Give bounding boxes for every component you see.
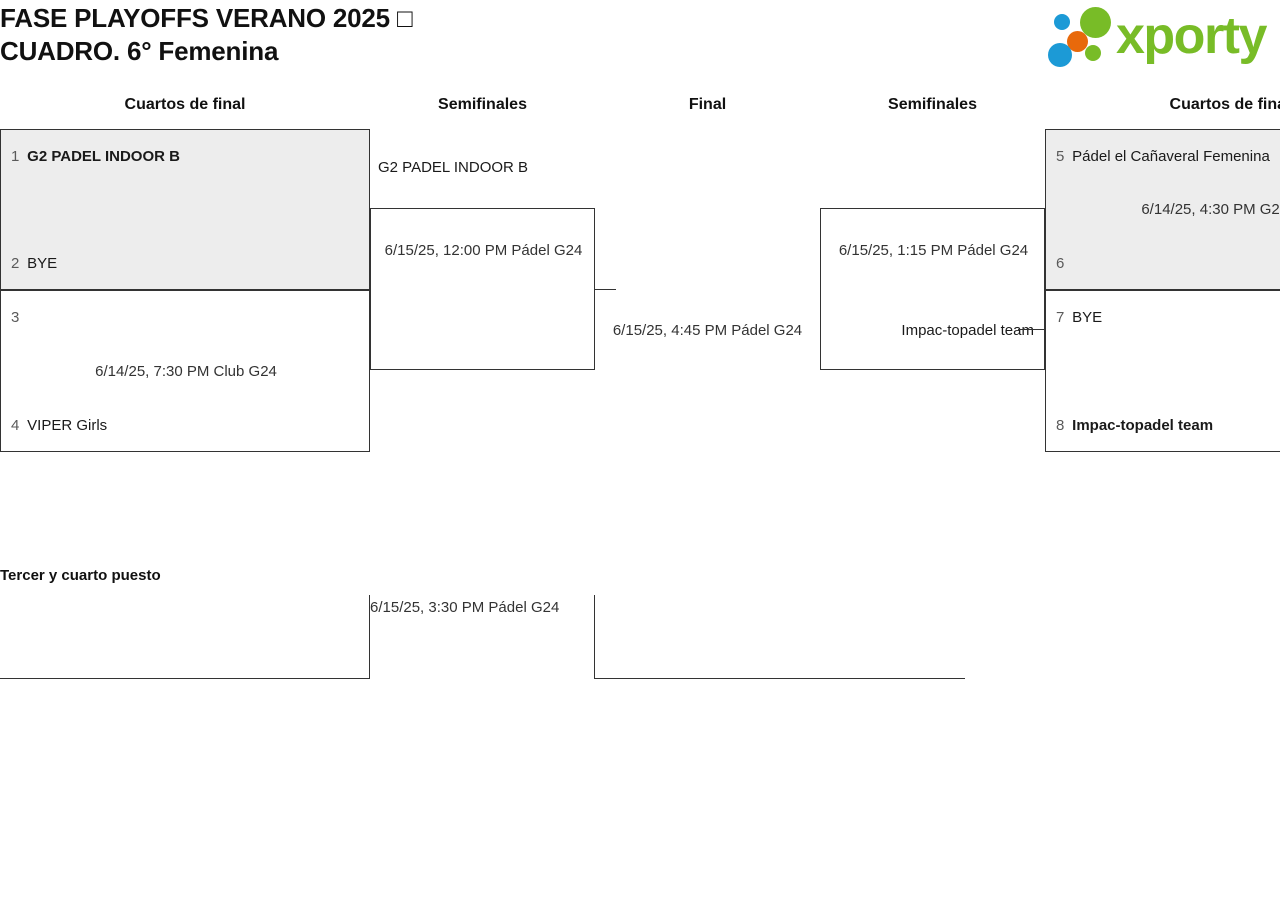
team-name: BYE (1072, 309, 1103, 326)
connector-qf2-right-to-sf (1018, 329, 1046, 330)
seed-number: 2 (11, 255, 20, 272)
match-qf2-left-slot-bottom: 4 VIPER Girls (11, 417, 107, 435)
match-sf-left-meta: 6/15/25, 12:00 PM Pádel G24 (384, 242, 583, 259)
logo-dot-blue-small (1054, 14, 1070, 30)
round-header-quarterfinals-left: Cuartos de final (124, 96, 246, 113)
logo-dots-icon (1048, 7, 1120, 67)
seed-number: 1 (11, 148, 20, 165)
team-name: VIPER Girls (27, 417, 108, 434)
match-final-meta: 6/15/25, 4:45 PM Pádel G24 (612, 322, 803, 339)
third-place-right-arm (595, 678, 965, 679)
third-place-right-riser (594, 595, 595, 679)
logo-dot-green-large (1080, 7, 1111, 38)
page-header: FASE PLAYOFFS VERANO 2025 □ CUADRO. 6° F… (0, 0, 1280, 78)
seed-number: 5 (1056, 148, 1065, 165)
third-place-meta: 6/15/25, 3:30 PM Pádel G24 (370, 599, 560, 616)
team-name: G2 PADEL INDOOR B (378, 159, 529, 176)
logo-dot-blue-large (1048, 43, 1072, 67)
match-qf1-right-slot-bottom: 6 (1056, 255, 1068, 273)
team-name: Pádel el Cañaveral Femenina (1072, 148, 1270, 165)
xporty-logo: xporty (1040, 5, 1280, 67)
match-qf2-left[interactable]: 3 6/14/25, 7:30 PM Club G24 4 VIPER Girl… (0, 290, 370, 452)
match-qf2-right-slot-bottom: 8 Impac-topadel team (1056, 417, 1213, 435)
match-qf2-left-meta: 6/14/25, 7:30 PM Club G24 (95, 363, 277, 380)
sf-right-qualifier: Impac-topadel team (901, 322, 1034, 340)
round-header-semifinals-left: Semifinales (438, 96, 527, 113)
team-name: BYE (27, 255, 58, 272)
match-final[interactable]: 6/15/25, 4:45 PM Pádel G24 (595, 208, 820, 370)
team-name: Impac-topadel team (901, 322, 1034, 339)
third-place-title: Tercer y cuarto puesto (0, 567, 161, 584)
match-qf1-left-slot-bottom: 2 BYE (11, 255, 57, 273)
seed-number: 4 (11, 417, 20, 434)
round-header-final: Final (688, 96, 727, 113)
team-name: Impac-topadel team (1072, 417, 1214, 434)
logo-dot-green-small (1085, 45, 1101, 61)
seed-number: 6 (1056, 255, 1065, 272)
seed-number: 3 (11, 309, 20, 326)
match-qf1-right[interactable]: 5 Pádel el Cañaveral Femenina 6/14/25, 4… (1045, 129, 1280, 290)
match-qf1-right-slot-top: 5 Pádel el Cañaveral Femenina (1056, 148, 1270, 166)
connector-sf-left-to-final (594, 289, 616, 290)
match-qf1-right-meta: 6/14/25, 4:30 PM G2 pádel (1141, 201, 1280, 218)
third-place-left-arm (0, 678, 370, 679)
sf-left-qualifier: G2 PADEL INDOOR B (378, 159, 528, 177)
match-qf1-left[interactable]: 1 G2 PADEL INDOOR B 2 BYE (0, 129, 370, 290)
match-qf1-left-slot-top: 1 G2 PADEL INDOOR B (11, 148, 180, 166)
match-qf2-right-slot-top: 7 BYE (1056, 309, 1102, 327)
match-qf2-right[interactable]: 7 BYE 8 Impac-topadel team (1045, 290, 1280, 452)
match-sf-right-meta: 6/15/25, 1:15 PM Pádel G24 (838, 242, 1029, 259)
team-name: G2 PADEL INDOOR B (27, 148, 180, 165)
page-title: FASE PLAYOFFS VERANO 2025 □ CUADRO. 6° F… (0, 3, 413, 66)
seed-number: 7 (1056, 309, 1065, 326)
round-header-quarterfinals-right: Cuartos de final (1169, 96, 1280, 113)
match-sf-left[interactable]: 6/15/25, 12:00 PM Pádel G24 (370, 208, 595, 370)
round-header-semifinals-right: Semifinales (888, 96, 977, 113)
match-qf2-left-slot-top: 3 (11, 309, 23, 327)
match-sf-right[interactable]: 6/15/25, 1:15 PM Pádel G24 Impac-topadel… (820, 208, 1045, 370)
connector-qf1-right-to-sf (1018, 208, 1046, 209)
seed-number: 8 (1056, 417, 1065, 434)
third-place-left-riser (369, 595, 370, 679)
logo-wordmark: xporty (1116, 7, 1267, 65)
logo-dot-orange (1067, 31, 1088, 52)
